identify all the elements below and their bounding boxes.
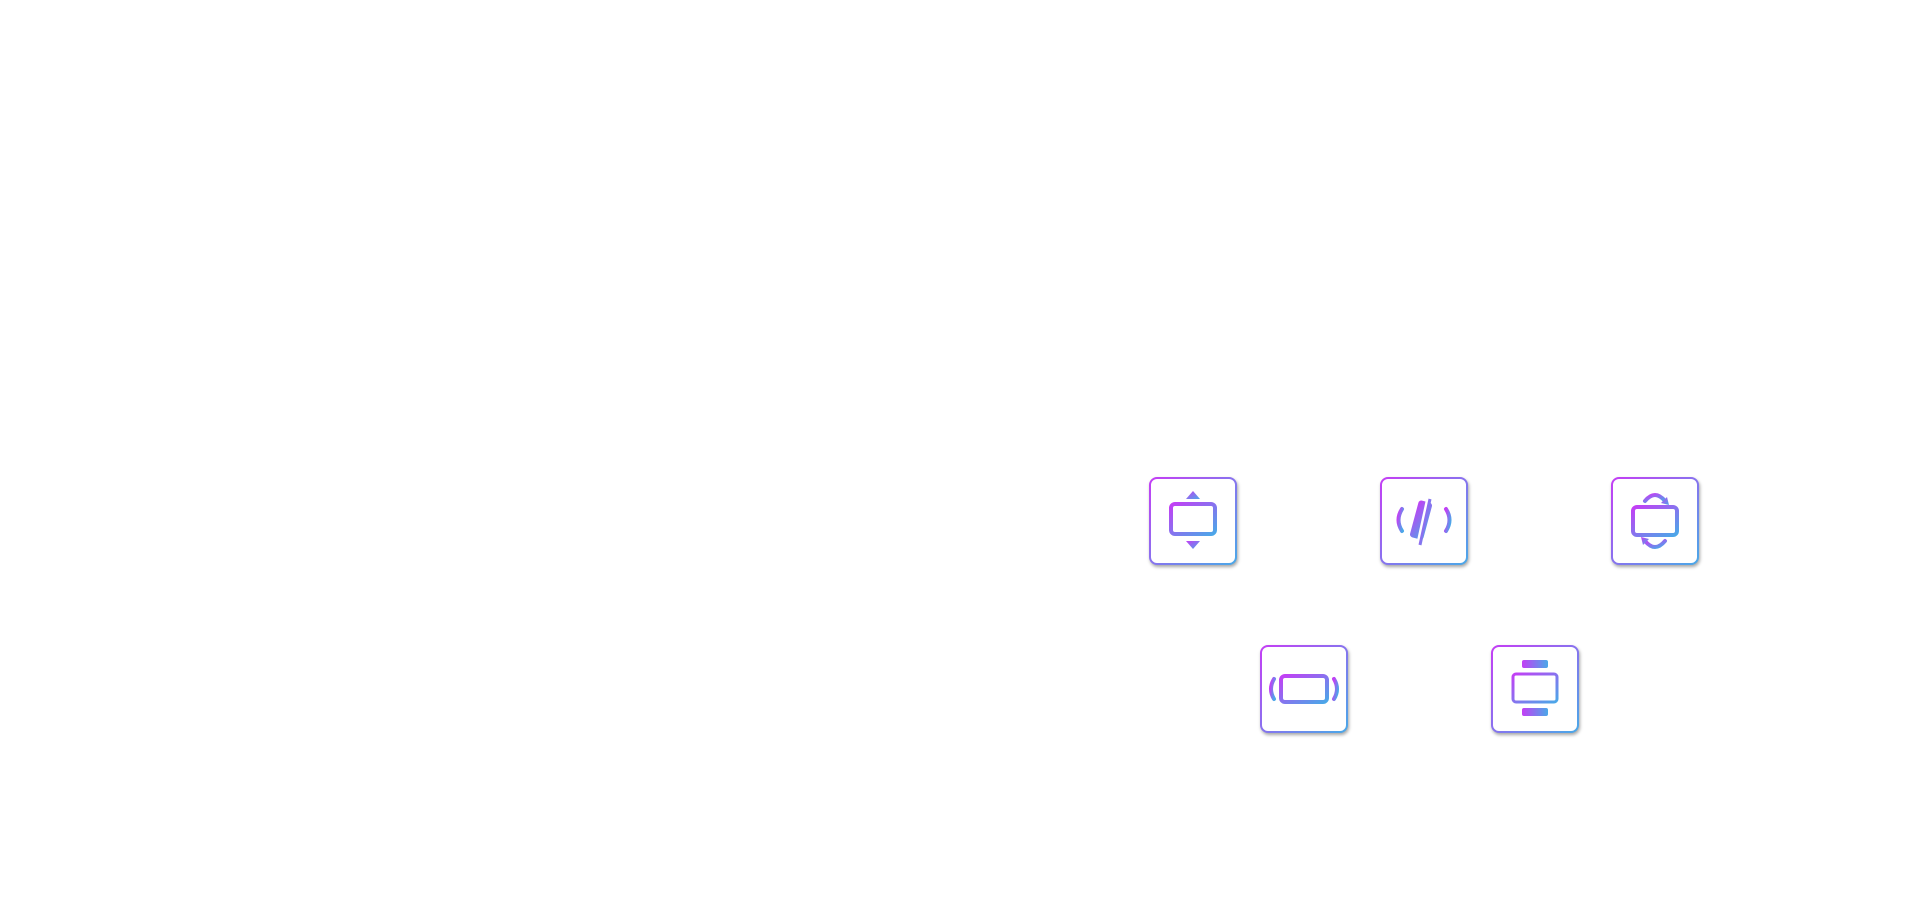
vibration-off-icon <box>1380 477 1468 565</box>
screen-expand-vertical-button[interactable] <box>1149 477 1237 565</box>
screen-rotation-icon <box>1611 477 1699 565</box>
screen-expand-vertical-icon <box>1149 477 1237 565</box>
screen-rotation-button[interactable] <box>1611 477 1699 565</box>
screen-fit-vertical-icon <box>1491 645 1579 733</box>
screen-fit-vertical-button[interactable] <box>1491 645 1579 733</box>
vibration-horizontal-button[interactable] <box>1260 645 1348 733</box>
vibration-off-button[interactable] <box>1380 477 1468 565</box>
vibration-horizontal-icon <box>1260 645 1348 733</box>
